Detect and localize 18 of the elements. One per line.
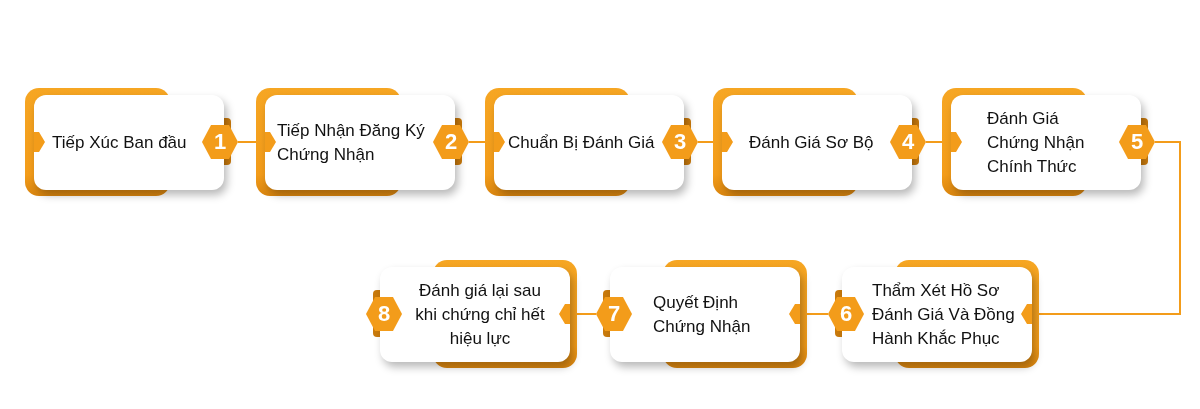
step-label: Quyết Định Chứng Nhận — [653, 291, 752, 338]
connector-line — [1038, 141, 1181, 315]
step-number-badge: 7 — [596, 297, 632, 331]
connector-line — [576, 313, 597, 315]
step-number-badge: 6 — [828, 297, 864, 331]
step-label: Chuẩn Bị Đánh Giá — [508, 131, 656, 154]
step-label: Đánh Giá Sơ Bộ — [749, 131, 875, 154]
step-number-badge: 8 — [366, 297, 402, 331]
step-label: Tiếp Xúc Ban đầu — [52, 131, 188, 154]
connector-line — [237, 141, 257, 143]
connector-line — [925, 141, 943, 143]
step-label: Thẩm Xét Hồ Sơ Đánh Giá Và Đồng Hành Khắc Phục — [872, 279, 1016, 350]
step-label: Đánh Giá Chứng Nhận Chính Thức — [987, 107, 1086, 178]
step-label: Tiếp Nhận Đăng Ký Chứng Nhận — [277, 119, 426, 166]
step-label: Đánh giá lại sau khi chứng chỉ hết hiệu lực — [414, 279, 546, 350]
connector-line — [697, 141, 714, 143]
connector-line — [806, 313, 829, 315]
connector-line — [468, 141, 486, 143]
